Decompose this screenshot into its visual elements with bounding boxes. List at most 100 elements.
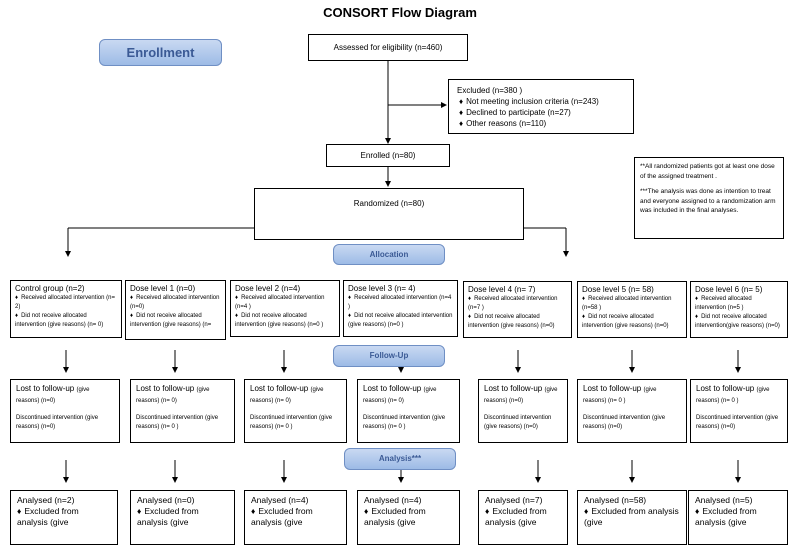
followup-lost-reason: (give reasons) (n= 0) <box>363 387 437 404</box>
followup-lost-label: Lost to follow-up <box>484 384 543 393</box>
analysis-box: Analysed (n=4)Excluded from analysis (gi… <box>244 490 347 545</box>
enrollment-label: Enrollment <box>99 39 222 66</box>
column-arrows <box>63 350 741 483</box>
followup-lost: Lost to follow-up (give reasons) (n=0) <box>484 384 562 406</box>
analysis-excluded: Excluded from analysis (give <box>485 506 561 528</box>
note-line-1: **All randomized patients got at least o… <box>640 163 775 180</box>
analysed-count: Analysed (n=2) <box>17 495 75 505</box>
followup-lost-reason: (give reasons) (n= 0 ) <box>696 387 770 404</box>
allocation-title: Dose level 4 (n= 7) <box>468 285 536 294</box>
followup-box: Lost to follow-up (give reasons) (n=0) Di… <box>10 379 120 443</box>
allocation-title: Dose level 3 (n= 4) <box>348 284 416 293</box>
followup-lost-reason: (give reasons) (n=0) <box>16 387 90 404</box>
allocation-received: Received allocated intervention (n= 2) <box>15 294 117 312</box>
allocation-received: Received allocated intervention (n=5 ) <box>695 295 783 313</box>
followup-box: Lost to follow-up (give reasons) (n=0) Di… <box>478 379 568 443</box>
analysis-label: Analysis*** <box>344 448 456 470</box>
analysis-excluded: Excluded from analysis (give <box>695 506 781 528</box>
followup-discontinued: Discontinued intervention (give reasons)… <box>250 415 333 430</box>
notes-box: **All randomized patients got at least o… <box>634 157 784 239</box>
followup-discontinued: Discontinued intervention (give reasons)… <box>583 415 666 430</box>
followup-label: Follow-Up <box>333 345 445 367</box>
allocation-box: Dose level 6 (n= 5)Received allocated in… <box>690 281 788 338</box>
note-line-2: ***The analysis was done as intention to… <box>640 188 776 214</box>
followup-box: Lost to follow-up (give reasons) (n= 0) D… <box>244 379 347 443</box>
allocation-title: Dose level 2 (n=4) <box>235 284 301 293</box>
allocation-not-received: Did not receive allocated intervention (… <box>468 313 567 331</box>
followup-lost-label: Lost to follow-up <box>16 384 75 393</box>
allocation-not-received: Did not receive allocated intervention (… <box>130 312 221 330</box>
analysis-excluded: Excluded from analysis (give <box>137 506 228 528</box>
followup-lost-reason: (give reasons) (n= 0) <box>136 387 210 404</box>
enrolled-box: Enrolled (n=80) <box>326 144 450 167</box>
assessed-text: Assessed for eligibility (n=460) <box>333 43 443 52</box>
allocation-not-received: Did not receive allocated intervention (… <box>582 313 682 331</box>
diagram-title: CONSORT Flow Diagram <box>323 5 477 20</box>
excluded-item: Not meeting inclusion criteria (n=243) <box>459 96 625 107</box>
allocation-label: Allocation <box>333 244 445 265</box>
allocation-title: Dose level 5 (n= 58) <box>582 285 654 294</box>
excluded-item: Declined to participate (n=27) <box>459 107 625 118</box>
followup-lost: Lost to follow-up (give reasons) (n=0) <box>16 384 114 406</box>
allocation-not-received: Did not receive allocated intervention(g… <box>695 313 783 331</box>
allocation-box: Dose level 1 (n=0)Received allocated int… <box>125 280 226 340</box>
allocation-box: Dose level 2 (n=4)Received allocated int… <box>230 280 340 337</box>
excluded-box: Excluded (n=380 ) Not meeting inclusion … <box>448 79 634 134</box>
allocation-title: Dose level 1 (n=0) <box>130 284 196 293</box>
analysed-count: Analysed (n=5) <box>695 495 753 505</box>
analysed-count: Analysed (n=7) <box>485 495 543 505</box>
allocation-box: Dose level 4 (n= 7)Received allocated in… <box>463 281 572 338</box>
followup-lost-reason: (give reasons) (n= 0) <box>250 387 324 404</box>
followup-lost: Lost to follow-up (give reasons) (n= 0 ) <box>696 384 782 406</box>
followup-discontinued: Discontinued intervention (give reasons)… <box>696 415 779 430</box>
allocation-not-received: Did not receive allocated intervention (… <box>235 312 335 330</box>
analysis-excluded: Excluded from analysis (give <box>584 506 680 528</box>
allocation-title: Control group (n=2) <box>15 284 85 293</box>
analysed-count: Analysed (n=4) <box>251 495 309 505</box>
allocation-received: Received allocated intervention (n=4 ) <box>235 294 335 312</box>
allocation-not-received: Did not receive allocated intervention (… <box>15 312 117 330</box>
followup-discontinued: Discontinued intervention (give reasons)… <box>484 415 552 430</box>
followup-lost: Lost to follow-up (give reasons) (n= 0 ) <box>583 384 681 406</box>
allocation-box: Control group (n=2)Received allocated in… <box>10 280 122 338</box>
analysis-box: Analysed (n=4)Excluded from analysis (gi… <box>357 490 460 545</box>
allocation-not-received: Did not receive allocated intervention (… <box>348 312 453 330</box>
followup-box: Lost to follow-up (give reasons) (n= 0) D… <box>130 379 235 443</box>
followup-lost-label: Lost to follow-up <box>136 384 195 393</box>
analysis-box: Analysed (n=7)Excluded from analysis (gi… <box>478 490 568 545</box>
analysis-excluded: Excluded from analysis (give <box>251 506 340 528</box>
followup-lost-label: Lost to follow-up <box>250 384 309 393</box>
followup-lost: Lost to follow-up (give reasons) (n= 0) <box>363 384 454 406</box>
assessed-box: Assessed for eligibility (n=460) <box>308 34 468 61</box>
randomized-text: Randomized (n=80) <box>353 199 425 208</box>
analysis-excluded: Excluded from analysis (give <box>364 506 453 528</box>
analysis-box: Analysed (n=58)Excluded from analysis (g… <box>577 490 687 545</box>
analysis-excluded: Excluded from analysis (give <box>17 506 111 528</box>
randomized-box: Randomized (n=80) <box>254 188 524 240</box>
followup-lost: Lost to follow-up (give reasons) (n= 0) <box>250 384 341 406</box>
analysis-box: Analysed (n=0)Excluded from analysis (gi… <box>130 490 235 545</box>
followup-lost-label: Lost to follow-up <box>583 384 642 393</box>
followup-box: Lost to follow-up (give reasons) (n= 0) D… <box>357 379 460 443</box>
followup-discontinued: Discontinued intervention (give reasons)… <box>136 415 219 430</box>
allocation-box: Dose level 3 (n= 4)Received allocated in… <box>343 280 458 337</box>
followup-lost-reason: (give reasons) (n= 0 ) <box>583 387 657 404</box>
allocation-received: Received allocated intervention (n=7 ) <box>468 295 567 313</box>
enrolled-text: Enrolled (n=80) <box>360 151 416 160</box>
analysis-box: Analysed (n=2)Excluded from analysis (gi… <box>10 490 118 545</box>
followup-lost-label: Lost to follow-up <box>363 384 422 393</box>
followup-lost: Lost to follow-up (give reasons) (n= 0) <box>136 384 229 406</box>
analysis-box: Analysed (n=5)Excluded from analysis (gi… <box>688 490 788 545</box>
analysed-count: Analysed (n=4) <box>364 495 422 505</box>
followup-discontinued: Discontinued intervention (give reasons)… <box>16 415 99 430</box>
analysed-count: Analysed (n=0) <box>137 495 195 505</box>
analysed-count: Analysed (n=58) <box>584 495 647 505</box>
excluded-item: Other reasons (n=110) <box>459 118 625 129</box>
followup-box: Lost to follow-up (give reasons) (n= 0 )… <box>690 379 788 443</box>
followup-discontinued: Discontinued intervention (give reasons)… <box>363 415 446 430</box>
allocation-title: Dose level 6 (n= 5) <box>695 285 763 294</box>
allocation-box: Dose level 5 (n= 58)Received allocated i… <box>577 281 687 338</box>
allocation-received: Received allocated intervention (n=0) <box>130 294 221 312</box>
followup-lost-reason: (give reasons) (n=0) <box>484 387 558 404</box>
